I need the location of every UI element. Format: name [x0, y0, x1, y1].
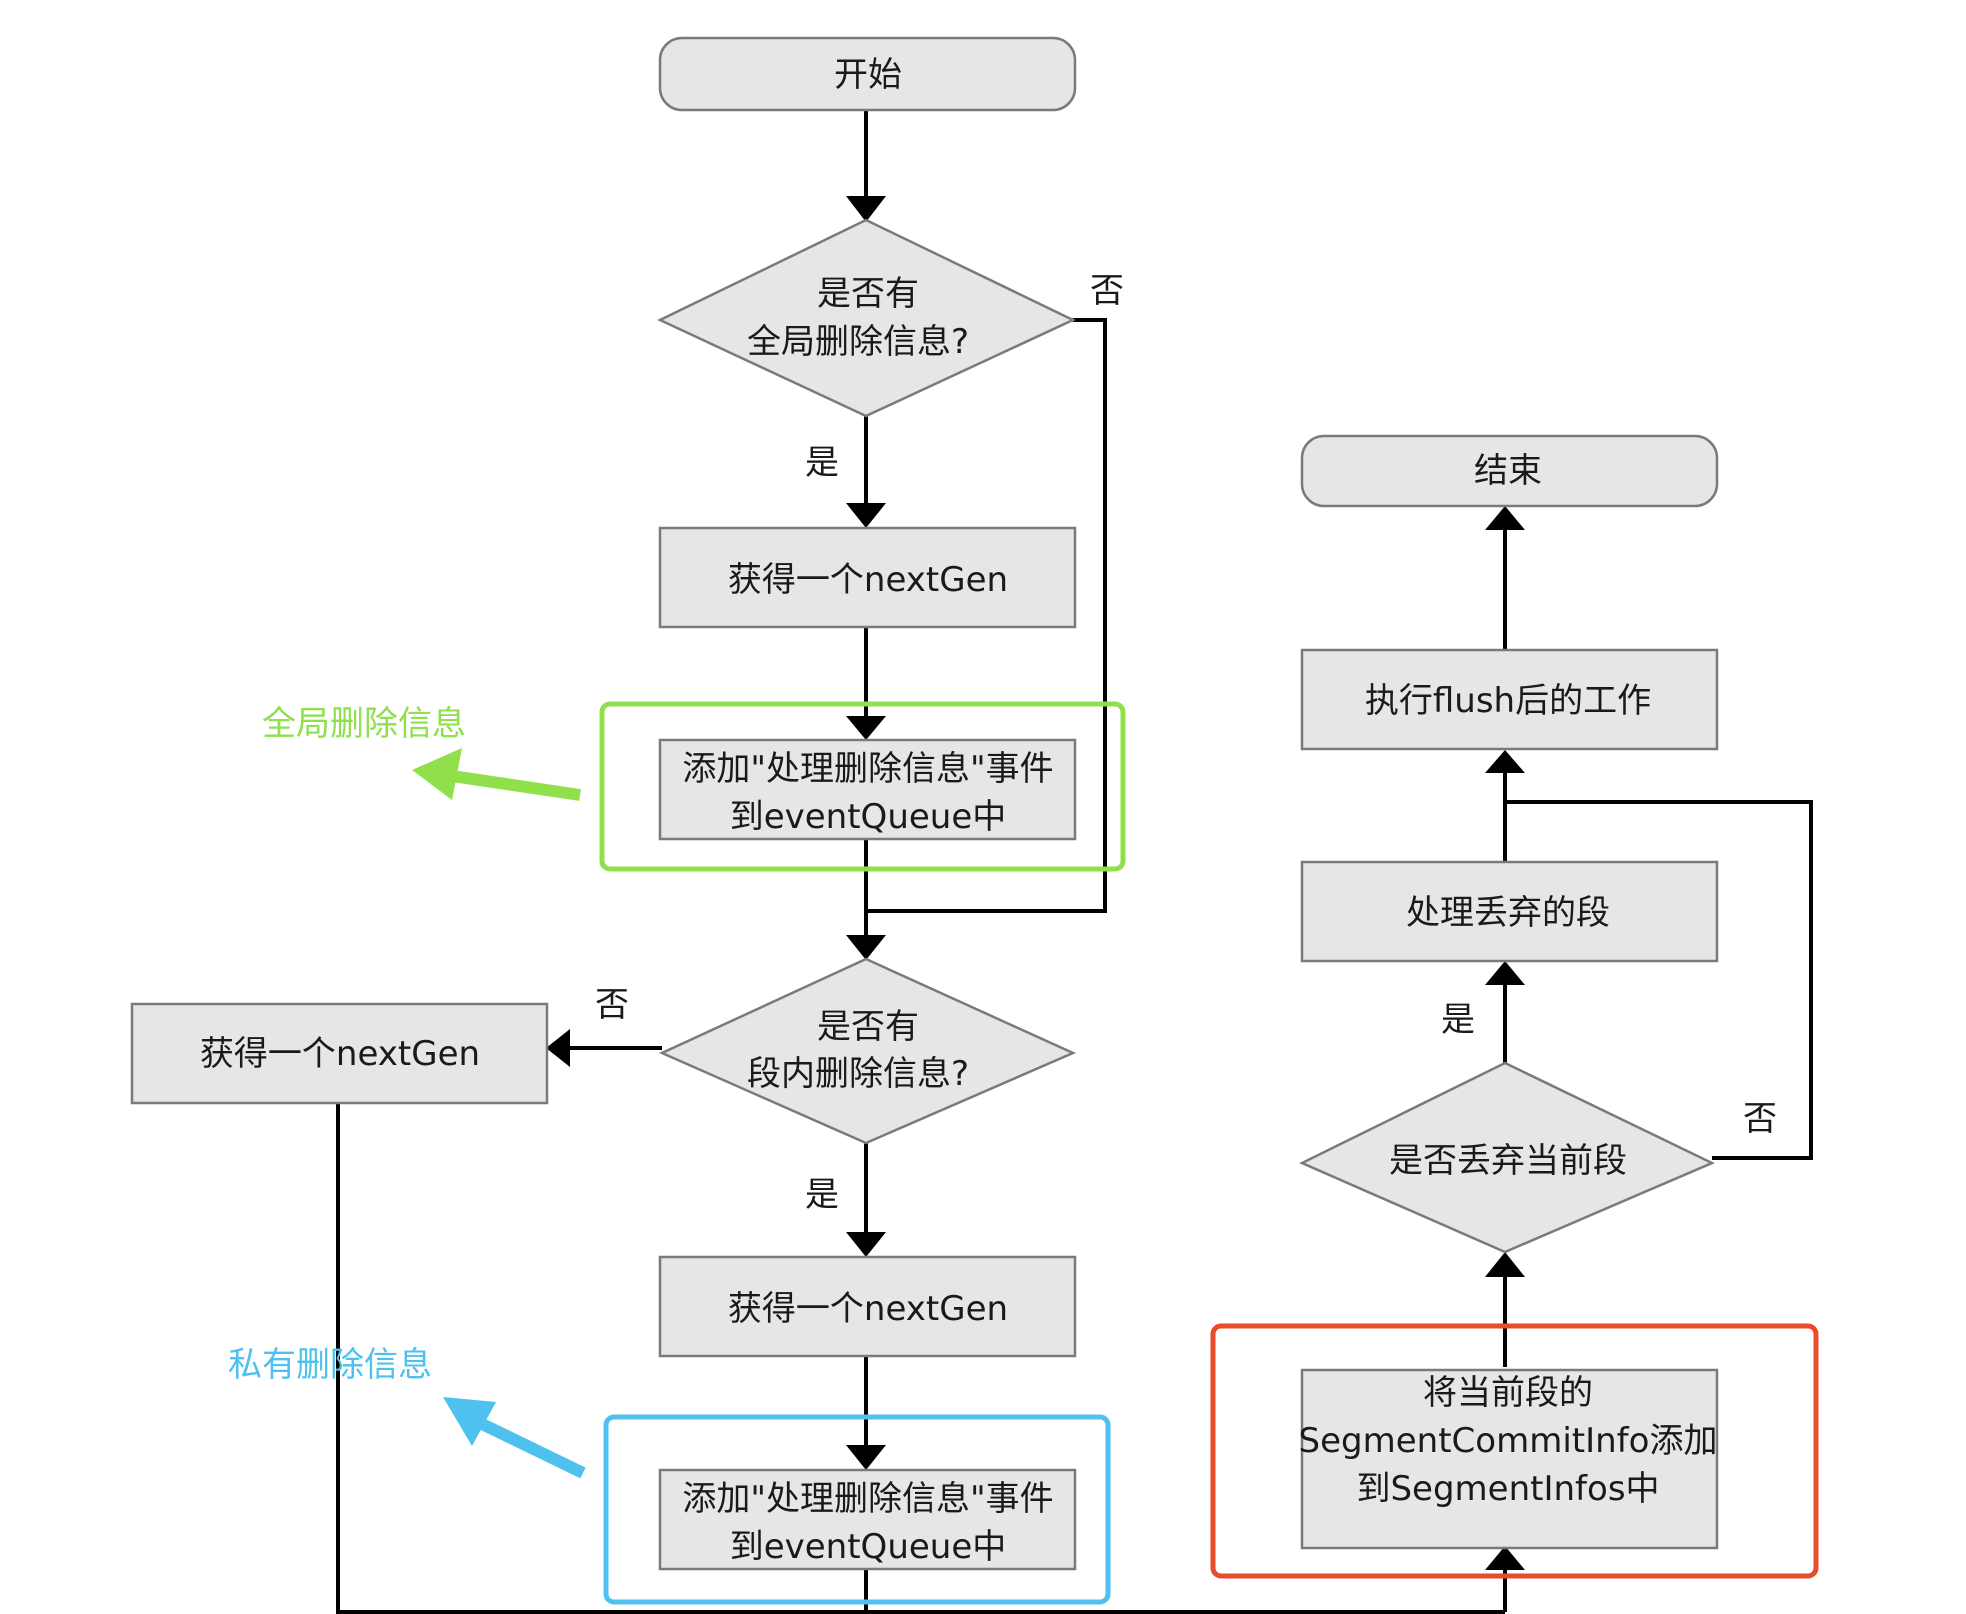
arrowhead — [846, 1445, 886, 1470]
q-global-node — [657, 218, 1076, 418]
q-segment-yes-label: 是 — [805, 1175, 839, 1215]
node-labels: 开始 是否有 全局删除信息? 获得一个nextGen 添加"处理删除信息"事件 … — [200, 55, 1718, 1567]
get-gen-1-node — [658, 526, 1077, 629]
add-commit-label-line2: SegmentCommitInfo添加 — [1299, 1421, 1718, 1461]
add-event-1-label-line2: 到eventQueue中 — [730, 797, 1007, 837]
global-delete-highlight — [599, 701, 1126, 872]
q-global-yes-label: 是 — [805, 443, 839, 483]
get-gen-2-label: 获得一个nextGen — [728, 1289, 1008, 1329]
end-node — [1300, 434, 1719, 508]
q-drop-yes-label: 是 — [1441, 1000, 1475, 1040]
q-drop-no-label: 否 — [1743, 1099, 1777, 1139]
get-gen-1-label: 获得一个nextGen — [728, 560, 1008, 600]
handle-drop-label: 处理丢弃的段 — [1406, 893, 1610, 933]
q-global-label-line2: 全局删除信息? — [747, 322, 969, 362]
add-event-2-label-line2: 到eventQueue中 — [730, 1527, 1007, 1567]
add-event-1-label-line1: 添加"处理删除信息"事件 — [682, 749, 1053, 789]
add-event-2-node — [658, 1468, 1077, 1571]
get-gen-left-node — [130, 1002, 549, 1105]
arrowhead — [846, 503, 886, 528]
private-delete-highlight — [603, 1414, 1111, 1605]
add-commit-node — [1300, 1368, 1719, 1550]
end-label: 结束 — [1474, 451, 1542, 491]
global-delete-note: 全局删除信息 — [262, 704, 466, 744]
q-segment-node — [658, 957, 1077, 1145]
nodes — [130, 36, 1719, 1571]
arrowhead — [846, 1232, 886, 1257]
q-segment-label-line1: 是否有 — [817, 1007, 919, 1047]
q-segment-label-line2: 段内删除信息? — [747, 1054, 969, 1094]
arrowhead — [1485, 506, 1525, 530]
green-annotation-arrow — [412, 748, 581, 801]
edge-q-global-no — [866, 318, 1107, 913]
start-node — [658, 36, 1077, 112]
arrowhead — [1485, 750, 1525, 773]
q-global-label-line1: 是否有 — [817, 274, 919, 314]
post-flush-node — [1300, 648, 1719, 751]
add-commit-label-line1: 将当前段的 — [1423, 1373, 1593, 1413]
post-flush-label: 执行flush后的工作 — [1365, 681, 1651, 721]
arrowhead — [1485, 1546, 1525, 1570]
edge-q-drop-no — [1505, 800, 1813, 1160]
arrowhead — [846, 196, 886, 222]
handle-drop-node — [1300, 860, 1719, 963]
q-drop-label: 是否丢弃当前段 — [1389, 1141, 1627, 1181]
add-event-2-label-line1: 添加"处理删除信息"事件 — [682, 1479, 1053, 1519]
add-event-1-node — [658, 738, 1077, 841]
arrowhead — [1485, 961, 1525, 985]
q-drop-node — [1299, 1061, 1716, 1254]
get-gen-left-label: 获得一个nextGen — [200, 1034, 480, 1074]
add-commit-label-line3: 到SegmentInfos中 — [1356, 1469, 1659, 1509]
get-gen-2-node — [658, 1255, 1077, 1358]
arrowhead — [846, 716, 886, 740]
start-label: 开始 — [834, 55, 902, 95]
arrowhead — [846, 935, 886, 960]
blue-annotation-arrow — [443, 1397, 586, 1479]
connectors — [336, 110, 1813, 1614]
q-segment-no-label: 否 — [595, 985, 629, 1025]
edge-labels: 否 是 否 是 是 否 — [595, 271, 1777, 1215]
arrowhead — [1485, 1252, 1525, 1277]
q-global-no-label: 否 — [1090, 271, 1124, 311]
edge-left-gen-to-bus — [336, 1099, 1505, 1614]
commit-highlight — [1210, 1323, 1819, 1579]
arrowhead — [546, 1029, 570, 1067]
private-delete-note: 私有删除信息 — [228, 1345, 432, 1385]
